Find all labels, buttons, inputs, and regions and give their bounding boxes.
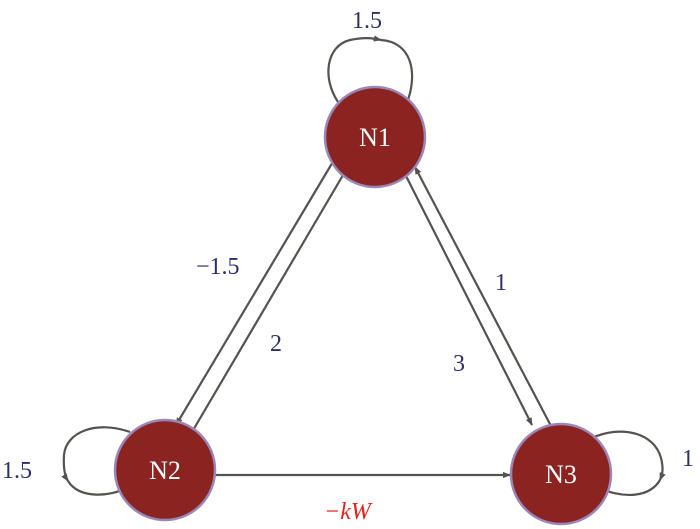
edge-n1-self-tail xyxy=(380,38,414,101)
node-n2[interactable]: N2 xyxy=(113,418,217,522)
edge-label-n2-self: 1.5 xyxy=(2,458,32,484)
edge-label-n1-to-n3: 3 xyxy=(453,351,465,377)
edge-label-n2-to-n3: −kW xyxy=(324,499,373,525)
edge-n2-self xyxy=(61,426,131,482)
edge-label-n2-to-n1: 2 xyxy=(270,331,282,357)
node-n3[interactable]: N3 xyxy=(509,422,613,526)
edge-label-n1-self: 1.5 xyxy=(352,8,382,34)
node-n3-circle xyxy=(509,422,613,526)
node-n1-circle xyxy=(323,85,427,189)
edge-labels-group: 1.5 1.5 1 −1.5 2 3 1 −kW xyxy=(2,8,694,525)
edge-n1-to-n3 xyxy=(403,171,533,426)
node-n1[interactable]: N1 xyxy=(323,85,427,189)
edge-n3-self xyxy=(591,430,666,481)
edge-label-n1-to-n2: −1.5 xyxy=(196,254,240,280)
edge-label-n3-to-n1: 1 xyxy=(495,270,507,296)
node-n2-circle xyxy=(113,418,217,522)
nodes-group: N1 N2 N3 xyxy=(113,85,613,526)
edges-group xyxy=(61,35,666,497)
node-n3-label: N3 xyxy=(545,460,577,489)
edge-n1-to-n2 xyxy=(175,159,335,426)
node-n1-label: N1 xyxy=(359,123,391,152)
edge-n1-self xyxy=(327,35,382,103)
edge-label-n3-self: 1 xyxy=(682,446,694,472)
node-n2-label: N2 xyxy=(149,456,181,485)
edge-n2-to-n1 xyxy=(191,169,347,433)
edge-n3-to-n1 xyxy=(414,166,552,427)
